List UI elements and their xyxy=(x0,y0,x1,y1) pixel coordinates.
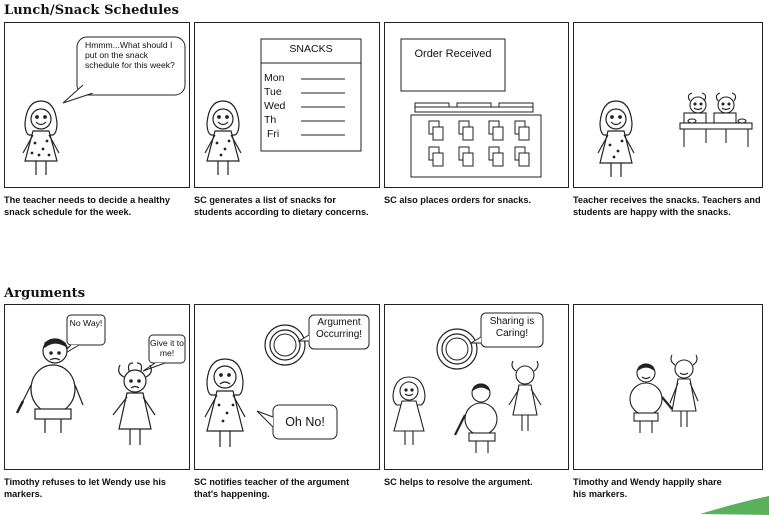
alert-argument-text: Argument Occurring! xyxy=(315,317,363,340)
timothy-figure xyxy=(629,363,673,433)
order-art xyxy=(400,38,542,178)
corner-swoosh xyxy=(700,496,769,515)
teacher-thinking-art xyxy=(22,36,186,175)
oh-no-bubble-text: Oh No! xyxy=(285,415,325,429)
order-received-label: Order Received xyxy=(414,48,492,60)
panel-resolve: Sharing is Caring! xyxy=(384,304,569,470)
caption-share: Timothy and Wendy happily share his mark… xyxy=(573,477,722,499)
timothy-figure xyxy=(15,338,84,433)
caption-snack-list: SC generates a list of snacks for studen… xyxy=(194,195,369,217)
wendy-figure xyxy=(669,354,699,427)
snack-list-title: SNACKS xyxy=(289,43,333,55)
resolve-art xyxy=(392,312,544,453)
caption-refuses: Timothy refuses to let Wendy use his mar… xyxy=(4,477,167,499)
wendy-figure xyxy=(112,362,156,445)
panel-snack-list: SNACKS Mon Tue Wed Th Fri xyxy=(194,22,380,188)
section-title-arguments: Arguments xyxy=(4,286,86,301)
give-it-bubble-text: Give it to me! xyxy=(150,338,184,358)
notify-art xyxy=(204,314,370,447)
teacher-figure xyxy=(392,376,426,445)
caption-notifies: SC notifies teacher of the argument that… xyxy=(194,477,350,499)
caption-snacks-received: Teacher receives the snacks. Teachers an… xyxy=(573,195,761,217)
panel-snacks-received xyxy=(573,22,763,188)
teacher-figure xyxy=(204,100,242,175)
thinking-bubble-text: Hmmm...What should I put on the snack sc… xyxy=(85,40,175,70)
panel-share xyxy=(573,304,763,470)
caption-place-orders: SC also places orders for snacks. xyxy=(384,195,532,205)
snack-day-wed: Wed xyxy=(264,100,286,112)
panel-notify: Argument Occurring! Oh No! xyxy=(194,304,380,470)
refusal-art xyxy=(15,314,186,445)
share-art xyxy=(629,354,699,433)
panel-refusal: No Way! Give it to me! xyxy=(4,304,190,470)
timothy-figure xyxy=(454,383,498,453)
caption-resolve: SC helps to resolve the argument. xyxy=(384,477,533,487)
wendy-figure xyxy=(508,360,542,431)
alert-sharing-text: Sharing is Caring! xyxy=(489,316,535,339)
no-way-bubble-text: No Way! xyxy=(69,318,103,328)
snack-list-art xyxy=(204,38,362,175)
section-title-lunch: Lunch/Snack Schedules xyxy=(4,3,180,18)
caption-teacher-decides: The teacher needs to decide a healthy sn… xyxy=(4,195,170,217)
panel-teacher-thinking: Hmmm...What should I put on the snack sc… xyxy=(4,22,190,188)
snacks-received-art xyxy=(597,92,753,177)
teacher-figure xyxy=(22,100,60,175)
teacher-figure xyxy=(597,100,635,177)
panel-order: Order Received xyxy=(384,22,569,188)
snack-boxes xyxy=(428,120,530,167)
snack-day-mon: Mon xyxy=(264,72,285,84)
students-at-table xyxy=(679,92,753,147)
snack-day-th: Th xyxy=(264,114,277,126)
snack-day-fri: Fri xyxy=(267,128,280,140)
snack-day-tue: Tue xyxy=(264,86,282,98)
teacher-worried-figure xyxy=(204,358,246,447)
